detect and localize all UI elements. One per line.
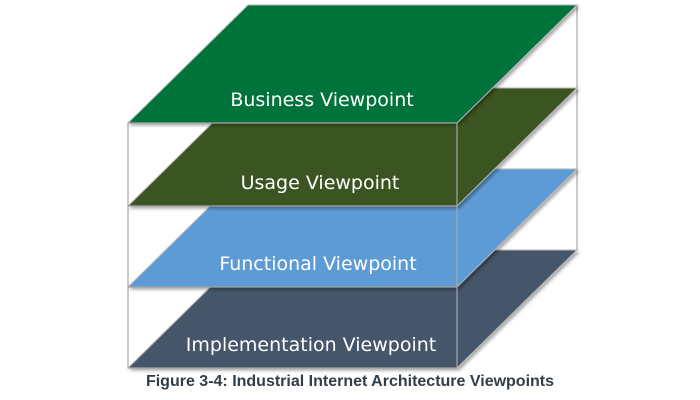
layer-business: Business Viewpoint: [126, 4, 579, 124]
layer-label-functional: Functional Viewpoint: [219, 253, 416, 275]
layer-label-usage: Usage Viewpoint: [241, 172, 400, 194]
layer-label-business: Business Viewpoint: [230, 89, 413, 111]
figure-caption: Figure 3-4: Industrial Internet Architec…: [145, 373, 555, 390]
layer-label-implementation: Implementation Viewpoint: [186, 334, 436, 356]
box-frame-front: [127, 122, 458, 369]
